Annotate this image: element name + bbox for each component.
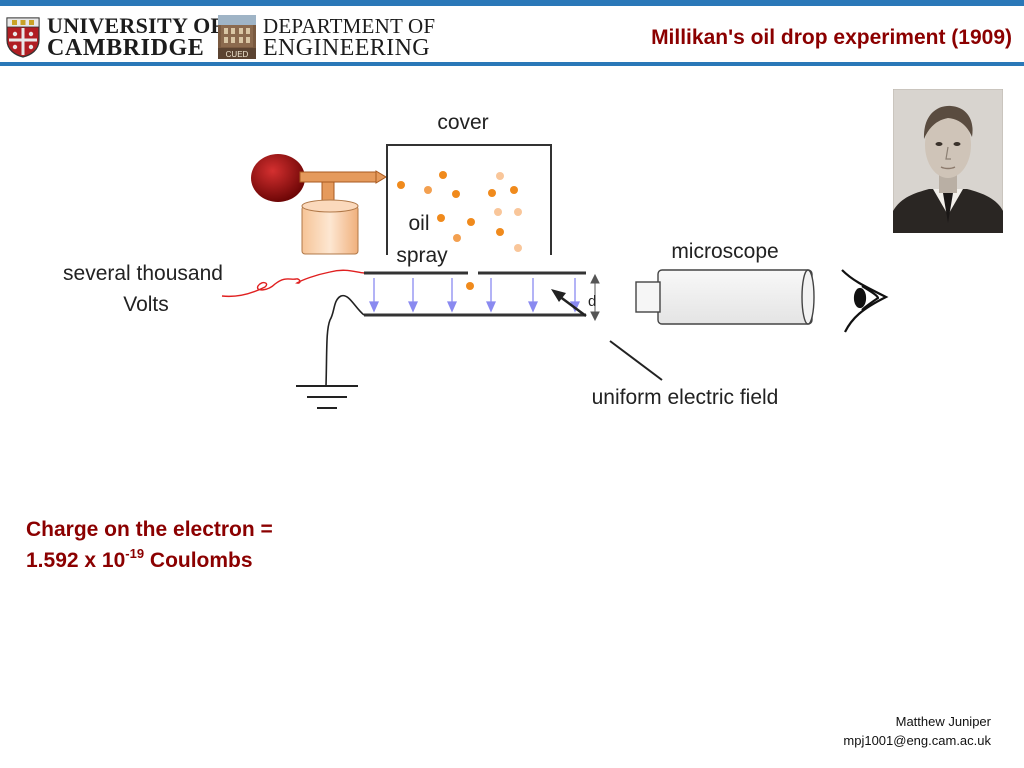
oil-droplets [397,171,522,290]
cued-logo-text: CUED [226,50,249,59]
chamber-cover [386,144,552,255]
voltage-label-line2: Volts [123,293,169,316]
result-unit: Coulombs [144,549,253,572]
electric-field-arrows [368,278,581,313]
millikan-portrait [893,89,1003,233]
oil-droplet [510,186,518,194]
oil-droplet [453,234,461,242]
spray-label: spray [396,244,448,267]
oil-droplet [466,282,474,290]
oil-droplet [397,181,405,189]
result-line1: Charge on the electron = [26,518,273,541]
oil-droplet [514,208,522,216]
cambridge-crest-icon [6,17,40,58]
slide-title: Millikan's oil drop experiment (1909) [651,26,1012,49]
electron-charge-result: Charge on the electron = 1.592 x 10-19 C… [26,514,273,576]
microscope-icon [635,269,815,325]
result-value: 1.592 x 10 [26,549,126,572]
millikan-apparatus-diagram: cover oil spray d [63,111,889,409]
department-name-line2: ENGINEERING [263,35,431,61]
ground-symbol-icon [296,385,358,409]
oil-droplet [424,186,432,194]
result-exponent: -19 [125,546,145,561]
field-label-leader [609,340,663,381]
top-accent-bar [0,0,1024,6]
result-line2: 1.592 x 10-19 Coulombs [26,545,273,576]
oil-droplet [467,218,475,226]
oil-droplet [496,172,504,180]
oil-droplet [494,208,502,216]
field-pointer-arrow [551,289,587,318]
eye-icon [841,269,889,333]
oil-droplet [439,171,447,179]
plate-separation-marker [590,273,600,322]
oil-droplet [437,214,445,222]
atomizer-bulb-icon [251,154,387,205]
header-divider [0,62,1024,66]
author-name: Matthew Juniper [895,714,991,729]
plate-separation-label: d [588,293,596,310]
university-logo: UNIVERSITY OF CAMBRIDGE [5,14,224,60]
microscope-label: microscope [671,240,778,263]
author-email: mpj1001@eng.cam.ac.uk [843,733,991,748]
university-name-line1: UNIVERSITY OF [47,13,225,38]
field-label: uniform electric field [592,386,779,409]
cued-building-icon: CUED [218,15,256,59]
oil-droplet [496,228,504,236]
footer: Matthew Juniper mpj1001@eng.cam.ac.uk [843,712,991,750]
university-name-line2: CAMBRIDGE [47,35,205,61]
ground-wire [325,294,365,387]
oil-droplet [488,189,496,197]
oil-droplet [452,190,460,198]
voltage-label-line1: several thousand [63,262,223,285]
oil-label: oil [408,212,429,235]
oil-droplet [514,244,522,252]
cover-label: cover [437,111,488,134]
department-logo: CUED DEPARTMENT OF ENGINEERING [218,14,435,60]
department-name-line1: DEPARTMENT OF [263,14,436,38]
oil-jar-icon [301,199,359,255]
high-voltage-wire [221,269,365,298]
